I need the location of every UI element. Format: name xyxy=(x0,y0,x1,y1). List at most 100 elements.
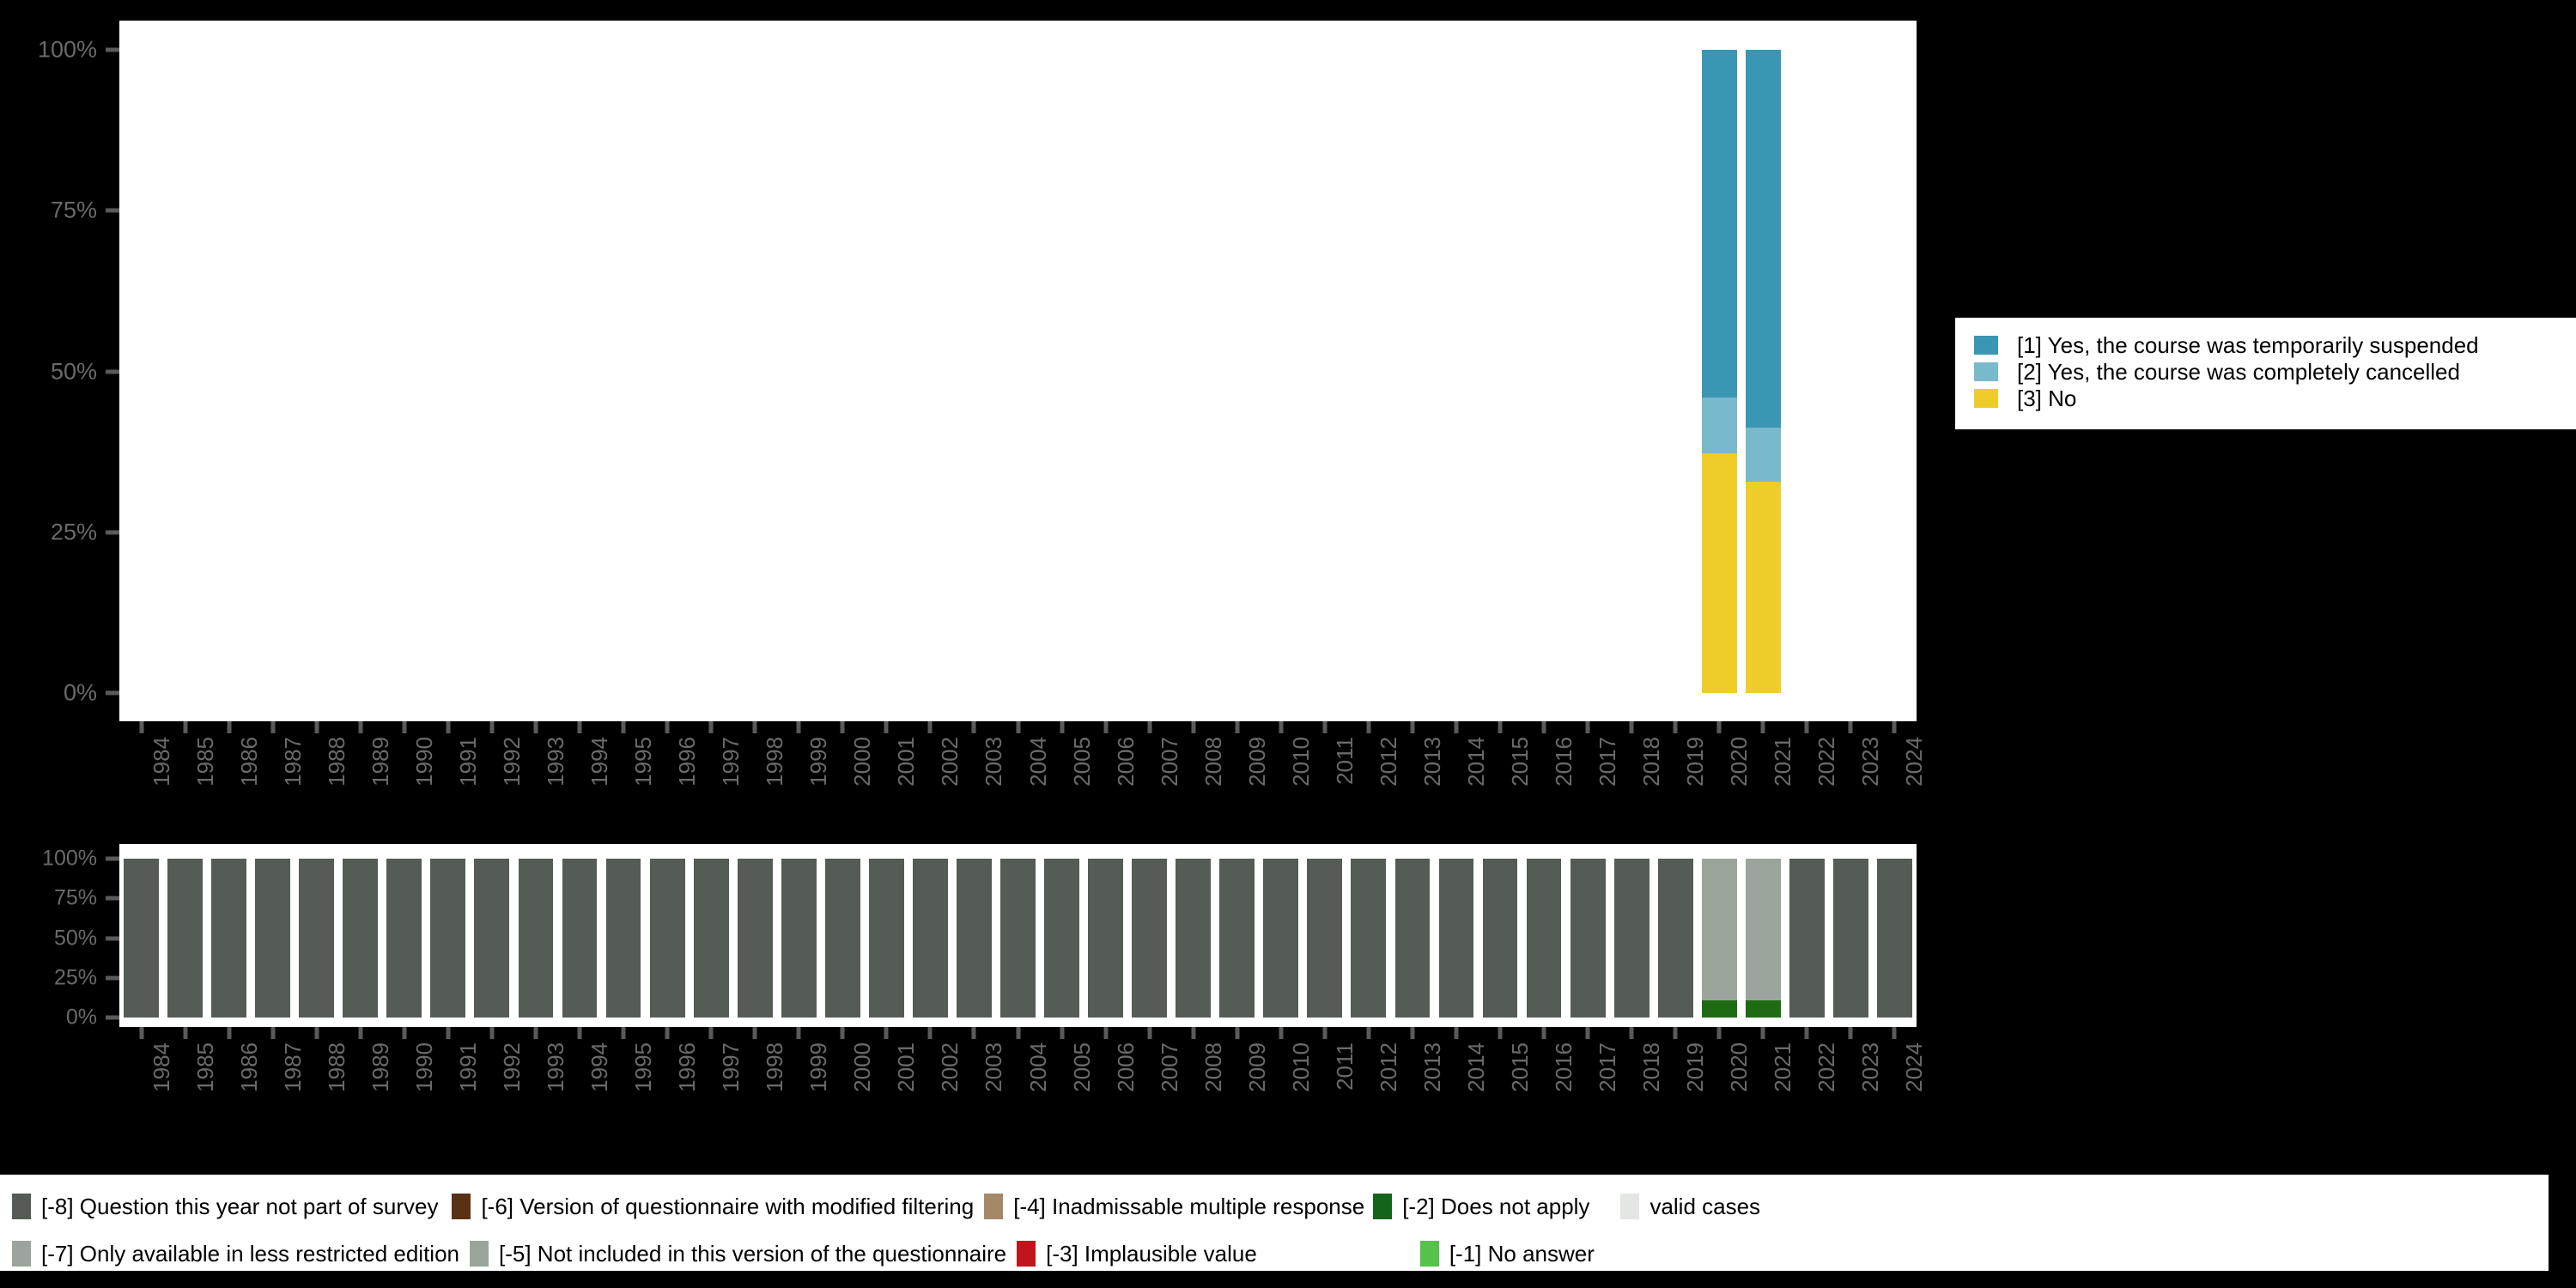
validity-chart-bar[interactable] xyxy=(1000,859,1036,1018)
validity-chart-bar-segment[interactable] xyxy=(518,859,554,1018)
main-chart-bar-segment[interactable] xyxy=(1745,482,1781,693)
validity-chart-bar[interactable] xyxy=(1570,859,1606,1018)
validity-chart-bar[interactable] xyxy=(868,859,904,1018)
validity-chart-bar-segment[interactable] xyxy=(1613,859,1649,1018)
validity-chart-bar-segment[interactable] xyxy=(1701,859,1737,1000)
validity-chart-bar[interactable] xyxy=(1657,859,1693,1018)
validity-chart-bar-segment[interactable] xyxy=(1044,859,1079,1018)
validity-chart-bar[interactable] xyxy=(562,859,598,1018)
validity-chart-bar[interactable] xyxy=(167,859,203,1018)
validity-chart-bar-segment[interactable] xyxy=(1570,859,1606,1018)
validity-chart-bar[interactable] xyxy=(430,859,466,1018)
validity-chart-bar-segment[interactable] xyxy=(1789,859,1825,1018)
validity-chart-bar[interactable] xyxy=(474,859,510,1018)
validity-chart-bar[interactable] xyxy=(1482,859,1518,1018)
validity-chart-bar[interactable] xyxy=(1833,859,1868,1018)
validity-chart-bar-segment[interactable] xyxy=(562,859,598,1018)
validity-chart-bar-segment[interactable] xyxy=(167,859,203,1018)
validity-chart-bar[interactable] xyxy=(255,859,291,1018)
validity-chart-bar[interactable] xyxy=(1745,859,1781,1018)
validity-chart-bar[interactable] xyxy=(299,859,335,1018)
validity-chart-bar[interactable] xyxy=(693,859,729,1018)
validity-chart-bar[interactable] xyxy=(1526,859,1562,1018)
validity-chart-bar-segment[interactable] xyxy=(824,859,860,1018)
missing-values-legend-item[interactable]: [-3] Implausible value xyxy=(1017,1241,1257,1267)
validity-chart-bar-segment[interactable] xyxy=(1000,859,1036,1018)
validity-chart-bar-segment[interactable] xyxy=(1745,859,1781,1000)
validity-chart-bar-segment[interactable] xyxy=(1745,999,1781,1018)
missing-values-legend-item[interactable]: [-8] Question this year not part of surv… xyxy=(12,1194,438,1219)
validity-chart-bar-segment[interactable] xyxy=(1482,859,1518,1018)
validity-chart-bar[interactable] xyxy=(605,859,641,1018)
validity-chart-bar-segment[interactable] xyxy=(649,859,685,1018)
validity-chart-bar[interactable] xyxy=(1132,859,1168,1018)
validity-chart-bar-segment[interactable] xyxy=(605,859,641,1018)
missing-values-legend-item[interactable]: [-6] Version of questionnaire with modif… xyxy=(452,1194,974,1219)
validity-chart-bar-segment[interactable] xyxy=(1701,999,1737,1018)
validity-chart-bar[interactable] xyxy=(1263,859,1299,1018)
validity-chart-bar-segment[interactable] xyxy=(1526,859,1562,1018)
validity-chart-bar-segment[interactable] xyxy=(299,859,335,1018)
validity-chart-bar[interactable] xyxy=(1219,859,1255,1018)
validity-chart-bar-segment[interactable] xyxy=(474,859,510,1018)
validity-chart-bar-segment[interactable] xyxy=(1132,859,1168,1018)
validity-chart-bar-segment[interactable] xyxy=(1176,859,1212,1018)
validity-chart-bar[interactable] xyxy=(824,859,860,1018)
validity-chart-bar[interactable] xyxy=(1613,859,1649,1018)
validity-chart-bar[interactable] xyxy=(1307,859,1343,1018)
validity-chart-bar[interactable] xyxy=(1877,859,1912,1018)
validity-chart-bar[interactable] xyxy=(781,859,817,1018)
validity-chart-bar-segment[interactable] xyxy=(781,859,817,1018)
validity-chart-bar[interactable] xyxy=(957,859,992,1018)
validity-chart-bar[interactable] xyxy=(649,859,685,1018)
validity-chart-bar[interactable] xyxy=(1701,859,1737,1018)
validity-chart-bar-segment[interactable] xyxy=(386,859,422,1018)
validity-chart-bar[interactable] xyxy=(1351,859,1387,1018)
validity-chart-bar[interactable] xyxy=(737,859,773,1018)
validity-chart-bar-segment[interactable] xyxy=(912,859,948,1018)
validity-chart-bar-segment[interactable] xyxy=(1877,859,1912,1018)
missing-values-legend-item[interactable]: valid cases xyxy=(1620,1194,1760,1219)
validity-chart-bar-segment[interactable] xyxy=(211,859,247,1018)
validity-chart-bar-segment[interactable] xyxy=(1394,859,1431,1018)
validity-chart-bar-segment[interactable] xyxy=(737,859,773,1018)
validity-chart-bar[interactable] xyxy=(518,859,554,1018)
validity-chart-bar-segment[interactable] xyxy=(1657,859,1693,1018)
validity-chart-bar[interactable] xyxy=(1394,859,1431,1018)
validity-chart-bar-segment[interactable] xyxy=(343,859,379,1018)
validity-chart-bar-segment[interactable] xyxy=(1438,859,1474,1018)
validity-chart-bar-segment[interactable] xyxy=(430,859,466,1018)
main-chart-bar[interactable] xyxy=(1745,50,1781,693)
validity-chart-bar[interactable] xyxy=(1789,859,1825,1018)
missing-values-legend-item[interactable]: [-7] Only available in less restricted e… xyxy=(12,1241,459,1267)
validity-chart-bar[interactable] xyxy=(386,859,422,1018)
validity-chart-bar-segment[interactable] xyxy=(1219,859,1255,1018)
validity-chart-bar-segment[interactable] xyxy=(1263,859,1299,1018)
validity-chart-bar[interactable] xyxy=(912,859,948,1018)
validity-chart-bar-segment[interactable] xyxy=(957,859,992,1018)
validity-chart-bar[interactable] xyxy=(211,859,247,1018)
validity-chart-bar[interactable] xyxy=(1044,859,1079,1018)
validity-chart-bar-segment[interactable] xyxy=(1833,859,1868,1018)
main-chart-bar[interactable] xyxy=(1701,50,1737,693)
main-chart-bar-segment[interactable] xyxy=(1701,398,1737,454)
validity-chart-bar-segment[interactable] xyxy=(255,859,291,1018)
missing-values-legend-item[interactable]: [-5] Not included in this version of the… xyxy=(470,1241,1006,1267)
validity-chart-bar[interactable] xyxy=(1176,859,1212,1018)
missing-values-legend-item[interactable]: [-1] No answer xyxy=(1419,1241,1595,1267)
validity-chart-bar[interactable] xyxy=(343,859,379,1018)
validity-chart-bar[interactable] xyxy=(1438,859,1474,1018)
missing-values-legend-item[interactable]: [-2] Does not apply xyxy=(1373,1194,1589,1219)
validity-chart-bar-segment[interactable] xyxy=(868,859,904,1018)
validity-chart-bar-segment[interactable] xyxy=(1351,859,1387,1018)
main-chart-bar-segment[interactable] xyxy=(1745,427,1781,483)
main-chart-bar-segment[interactable] xyxy=(1701,50,1737,398)
validity-chart-bar-segment[interactable] xyxy=(1307,859,1343,1018)
validity-chart-bar[interactable] xyxy=(124,859,159,1018)
response-legend-item[interactable]: [3] No xyxy=(1974,385,2576,411)
response-legend-item[interactable]: [1] Yes, the course was temporarily susp… xyxy=(1974,331,2576,358)
validity-chart-bar-segment[interactable] xyxy=(693,859,729,1018)
main-chart-bar-segment[interactable] xyxy=(1701,453,1737,693)
missing-values-legend-item[interactable]: [-4] Inadmissable multiple response xyxy=(984,1194,1364,1219)
validity-chart-bar-segment[interactable] xyxy=(124,859,159,1018)
